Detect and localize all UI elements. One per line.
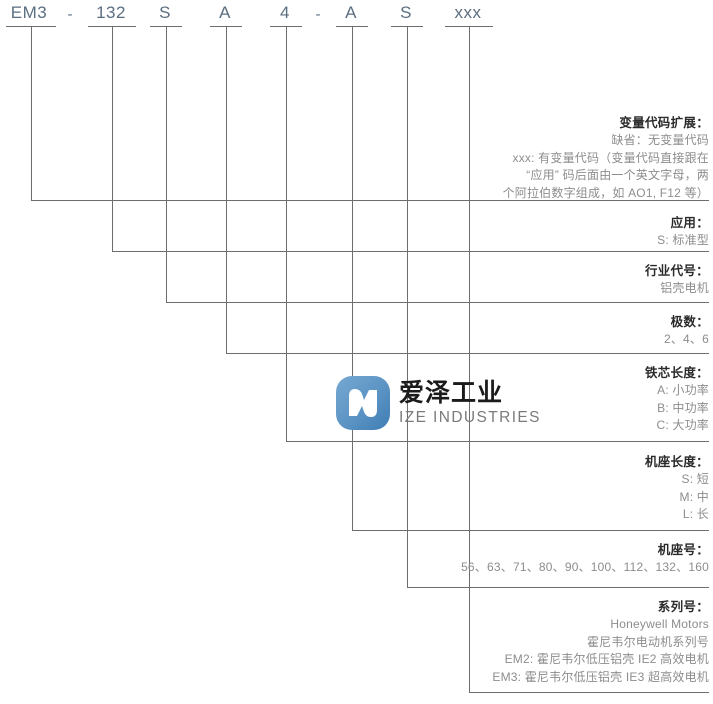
section-line: S: 短: [681, 472, 709, 486]
leader-run: [469, 692, 709, 693]
section-series-number: 系列号： Honeywell Motors 霍尼韦尔电动机系列号 EM2: 霍尼…: [289, 598, 709, 686]
section-line: 个阿拉伯数字组成，如 AO1, F12 等）: [502, 185, 709, 200]
section-title: 应用：: [670, 216, 709, 230]
section-line: “应用” 码后面由一个英文字母，两: [526, 168, 709, 182]
section-title: 变量代码扩展：: [619, 116, 709, 130]
section-title: 机座号：: [657, 543, 709, 557]
section-line: C: 大功率: [656, 418, 709, 432]
leader-run: [226, 353, 709, 354]
logo-text: 爱泽工业 IZE INDUSTRIES: [399, 378, 541, 426]
section-core-length: 铁芯长度： A: 小功率 B: 中功率 C: 大功率: [289, 364, 709, 435]
section-line: 56、63、71、80、90、100、112、132、160: [461, 560, 709, 574]
ize-logo-mark-icon: [336, 376, 390, 430]
section-line: M: 中: [679, 489, 709, 504]
model-code-segment: EM3: [10, 3, 48, 22]
company-logo: 爱泽工业 IZE INDUSTRIES: [336, 374, 539, 432]
section-line: 缺省：无变量代码: [611, 133, 709, 147]
section-pole-count: 极数： 2、4、6: [289, 313, 709, 349]
section-frame-number: 机座号： 56、63、71、80、90、100、112、132、160: [289, 541, 709, 577]
model-code-segment: 132: [96, 3, 126, 22]
section-line: 铝壳电机: [660, 281, 709, 295]
section-line: 霍尼韦尔电动机系列号: [586, 634, 709, 649]
model-code-segment: xxx: [454, 3, 482, 22]
model-code-dash: -: [315, 6, 321, 23]
model-code-segment: S: [159, 3, 171, 22]
model-code-segment: 4: [280, 3, 290, 22]
leader-run: [112, 251, 709, 252]
model-code-segment: A: [219, 3, 231, 22]
section-frame-length: 机座长度： S: 短 M: 中 L: 长: [289, 453, 709, 524]
section-line: 2、4、6: [663, 332, 709, 346]
section-application: 应用： S: 标准型: [289, 214, 709, 250]
logo-english-name: IZE INDUSTRIES: [399, 408, 541, 426]
leader-stub: [286, 26, 287, 441]
leader-run: [352, 530, 709, 531]
leader-run: [286, 441, 709, 442]
leader-stub: [31, 26, 32, 200]
section-title: 机座长度：: [644, 455, 709, 469]
section-title: 铁芯长度：: [644, 366, 709, 380]
section-title: 系列号：: [657, 600, 709, 614]
model-code-segment: A: [345, 3, 357, 22]
logo-chinese-name: 爱泽工业: [399, 378, 504, 407]
section-line: A: 小功率: [657, 383, 709, 397]
leader-run: [166, 302, 709, 303]
section-line: B: 中功率: [657, 400, 709, 415]
section-line: EM2: 霍尼韦尔低压铝壳 IE2 高效电机: [504, 652, 709, 666]
leader-run: [407, 587, 709, 588]
section-title: 行业代号：: [644, 264, 709, 278]
section-line: Honeywell Motors: [610, 617, 709, 631]
leader-stub: [112, 26, 113, 251]
section-line: S: 标准型: [657, 233, 709, 247]
section-industry-code: 行业代号： 铝壳电机: [289, 262, 709, 298]
section-line: EM3: 霍尼韦尔低压铝壳 IE3 超高效电机: [492, 669, 709, 684]
leader-stub: [166, 26, 167, 302]
section-title: 极数：: [670, 315, 709, 329]
section-variable-code-extension: 变量代码扩展： 缺省：无变量代码 xxx: 有变量代码（变量代码直接跟在 “应用…: [289, 114, 709, 202]
section-line: xxx: 有变量代码（变量代码直接跟在: [512, 150, 709, 165]
section-line: L: 长: [682, 507, 709, 521]
model-code-dash: -: [67, 6, 73, 23]
leader-stub: [226, 26, 227, 353]
model-code-segment: S: [400, 3, 412, 22]
